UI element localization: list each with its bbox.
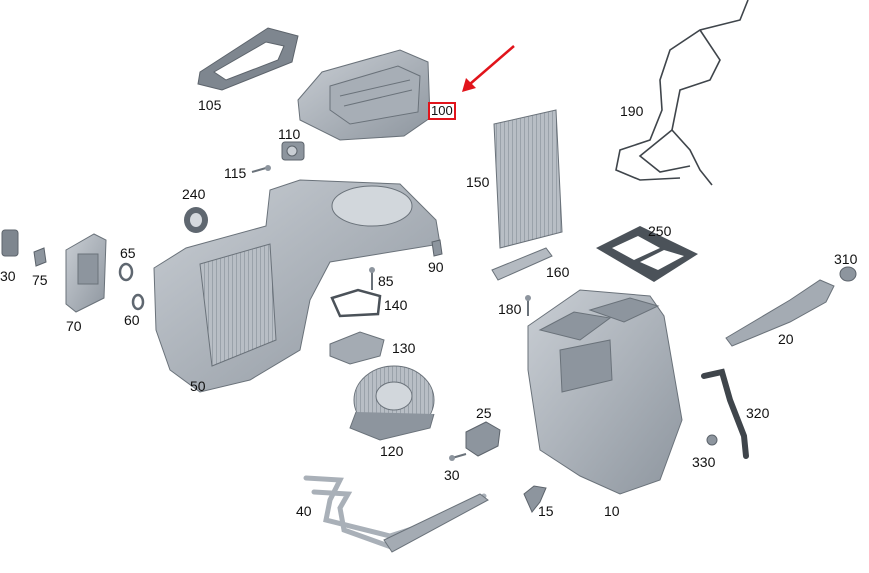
part-30-left-component bbox=[1, 229, 19, 257]
part-25-actuator bbox=[465, 421, 501, 457]
label-20: 20 bbox=[778, 331, 794, 347]
label-15: 15 bbox=[538, 503, 554, 519]
part-180-screw bbox=[525, 295, 531, 316]
part-65-ring bbox=[118, 262, 134, 282]
label-75: 75 bbox=[32, 272, 48, 288]
label-140: 140 bbox=[384, 297, 408, 313]
part-140-gasket bbox=[330, 288, 382, 318]
part-85-screw bbox=[369, 267, 375, 290]
label-190: 190 bbox=[620, 103, 644, 119]
part-130-resistor bbox=[329, 331, 385, 365]
part-100-blower-upper bbox=[297, 49, 431, 141]
part-40-heater-core bbox=[383, 493, 489, 553]
part-150-filter bbox=[493, 109, 563, 249]
part-105-gasket bbox=[197, 27, 299, 91]
part-70-cover bbox=[65, 233, 107, 313]
label-180: 180 bbox=[498, 301, 522, 317]
label-60: 60 bbox=[124, 312, 140, 328]
label-320: 320 bbox=[746, 405, 770, 421]
label-130: 130 bbox=[392, 340, 416, 356]
part-75-clip bbox=[33, 247, 47, 267]
part-10-right-housing bbox=[527, 289, 683, 495]
label-160: 160 bbox=[546, 264, 570, 280]
part-115-screw bbox=[251, 165, 271, 173]
label-40: 40 bbox=[296, 503, 312, 519]
label-50: 50 bbox=[190, 378, 206, 394]
label-240: 240 bbox=[182, 186, 206, 202]
label-25: 25 bbox=[476, 405, 492, 421]
part-190-wiring-harness bbox=[615, 0, 749, 186]
label-30: 30 bbox=[444, 467, 460, 483]
label-100-highlighted[interactable]: 100 bbox=[428, 102, 456, 120]
part-110-actuator bbox=[281, 141, 305, 161]
label-250: 250 bbox=[648, 223, 672, 239]
label-150: 150 bbox=[466, 174, 490, 190]
part-120-blower-motor bbox=[349, 365, 435, 441]
label-105: 105 bbox=[198, 97, 222, 113]
part-90-clip bbox=[431, 239, 443, 257]
label-330: 330 bbox=[692, 454, 716, 470]
label-85: 85 bbox=[378, 273, 394, 289]
label-120: 120 bbox=[380, 443, 404, 459]
part-240-seal-ring bbox=[184, 207, 208, 233]
label-70: 70 bbox=[66, 318, 82, 334]
part-250-gasket bbox=[596, 226, 698, 282]
part-20-actuator-rod bbox=[725, 279, 835, 347]
label-90: 90 bbox=[428, 259, 444, 275]
part-15-sensor bbox=[523, 485, 547, 513]
label-115: 115 bbox=[224, 165, 247, 181]
label-30-left: 30 bbox=[0, 268, 16, 284]
part-330-screw bbox=[706, 434, 718, 446]
part-60-ring bbox=[131, 293, 145, 311]
part-160-strip bbox=[491, 247, 553, 281]
part-310-nut bbox=[839, 266, 857, 282]
highlight-arrow bbox=[462, 45, 515, 92]
part-50-main-housing bbox=[153, 179, 441, 393]
label-310: 310 bbox=[834, 251, 858, 267]
label-65: 65 bbox=[120, 245, 136, 261]
part-30-screw bbox=[449, 453, 467, 461]
part-320-pipe bbox=[701, 368, 749, 459]
label-110: 110 bbox=[278, 126, 301, 142]
label-10: 10 bbox=[604, 503, 620, 519]
